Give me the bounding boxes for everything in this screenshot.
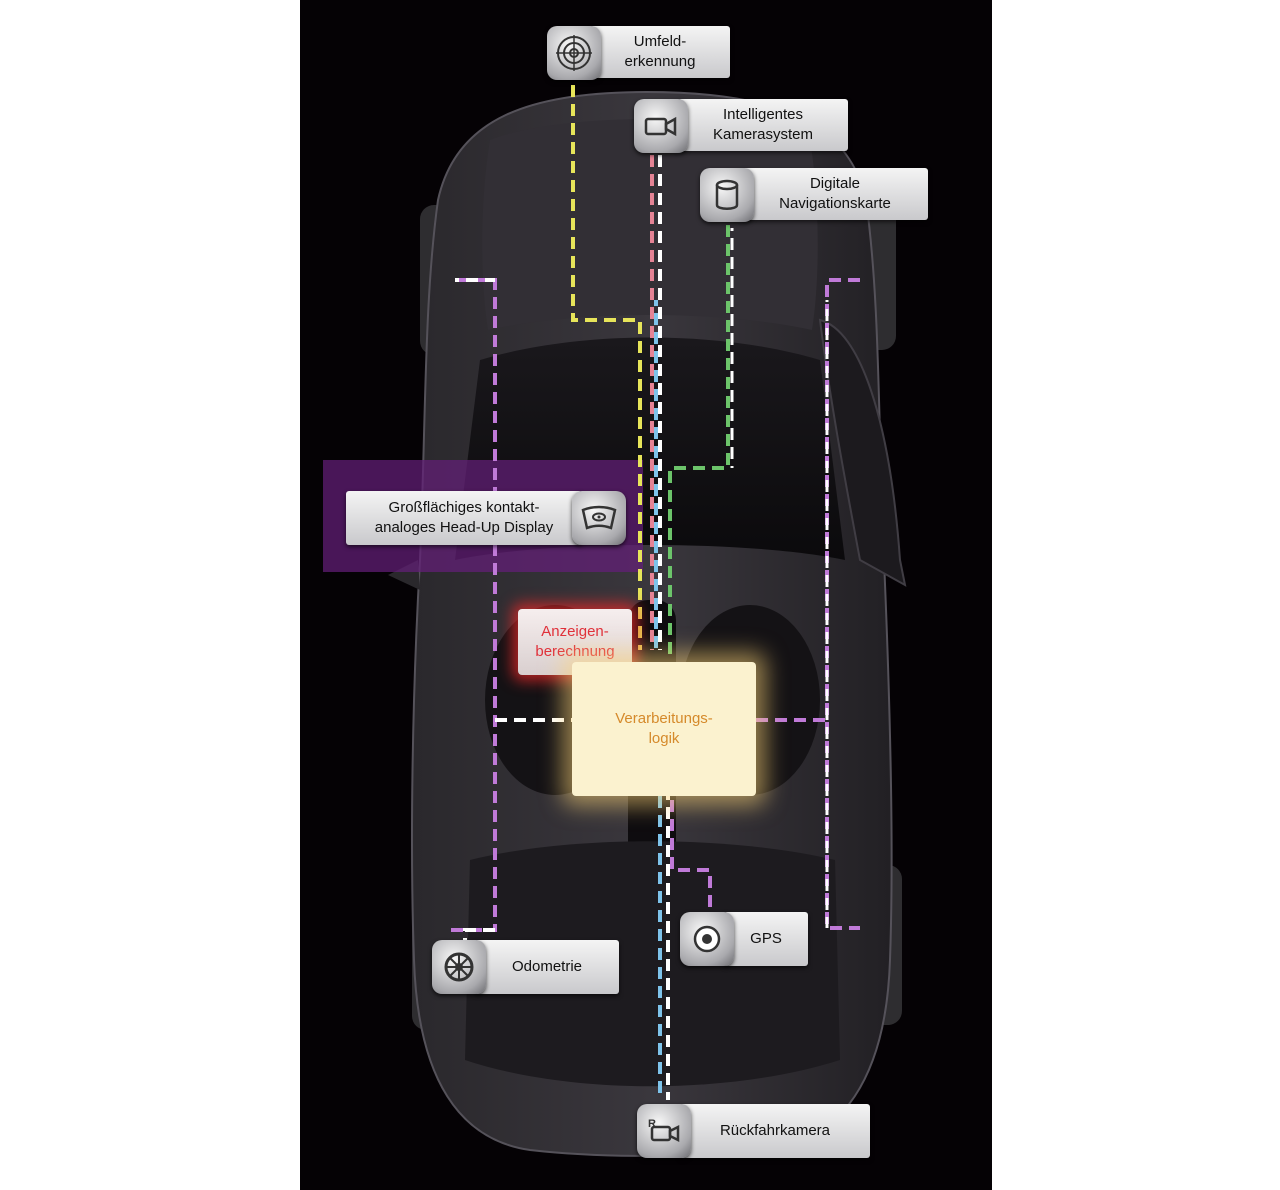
- database-icon: [700, 168, 754, 222]
- line-left-outer: [450, 278, 497, 932]
- rear-camera-icon: R: [637, 1104, 691, 1158]
- line-umfeld: [571, 85, 642, 650]
- connection-lines: [450, 85, 860, 1100]
- diagram-canvas: Umfeld- erkennung Intelligentes Kamerasy…: [300, 0, 992, 1190]
- line-gps: [670, 800, 712, 920]
- navi-label: Digitale Navigationskarte: [742, 168, 928, 220]
- odometrie-label: Odometrie: [475, 940, 619, 994]
- umfeld-label: Umfeld- erkennung: [590, 26, 730, 78]
- rear-camera-letter: R: [648, 1118, 656, 1130]
- rueckfahr-label: Rückfahrkamera: [680, 1104, 870, 1158]
- hud-label: Großflächiges kontakt- analoges Head-Up …: [346, 491, 582, 545]
- windshield-display-icon: [572, 491, 626, 545]
- kamera-label: Intelligentes Kamerasystem: [678, 99, 848, 151]
- open-door: [818, 318, 907, 587]
- gps-label: GPS: [724, 912, 808, 966]
- rear-deck: [465, 841, 840, 1087]
- wheel-icon: [432, 940, 486, 994]
- radar-icon: [547, 26, 601, 80]
- camera-icon: [634, 99, 688, 153]
- line-navi: [668, 225, 730, 655]
- gps-target-icon: [680, 912, 734, 966]
- verarbeitungslogik-box: Verarbeitungs- logik: [572, 662, 756, 796]
- line-odometrie: [463, 928, 495, 940]
- line-right-outer: [825, 278, 860, 930]
